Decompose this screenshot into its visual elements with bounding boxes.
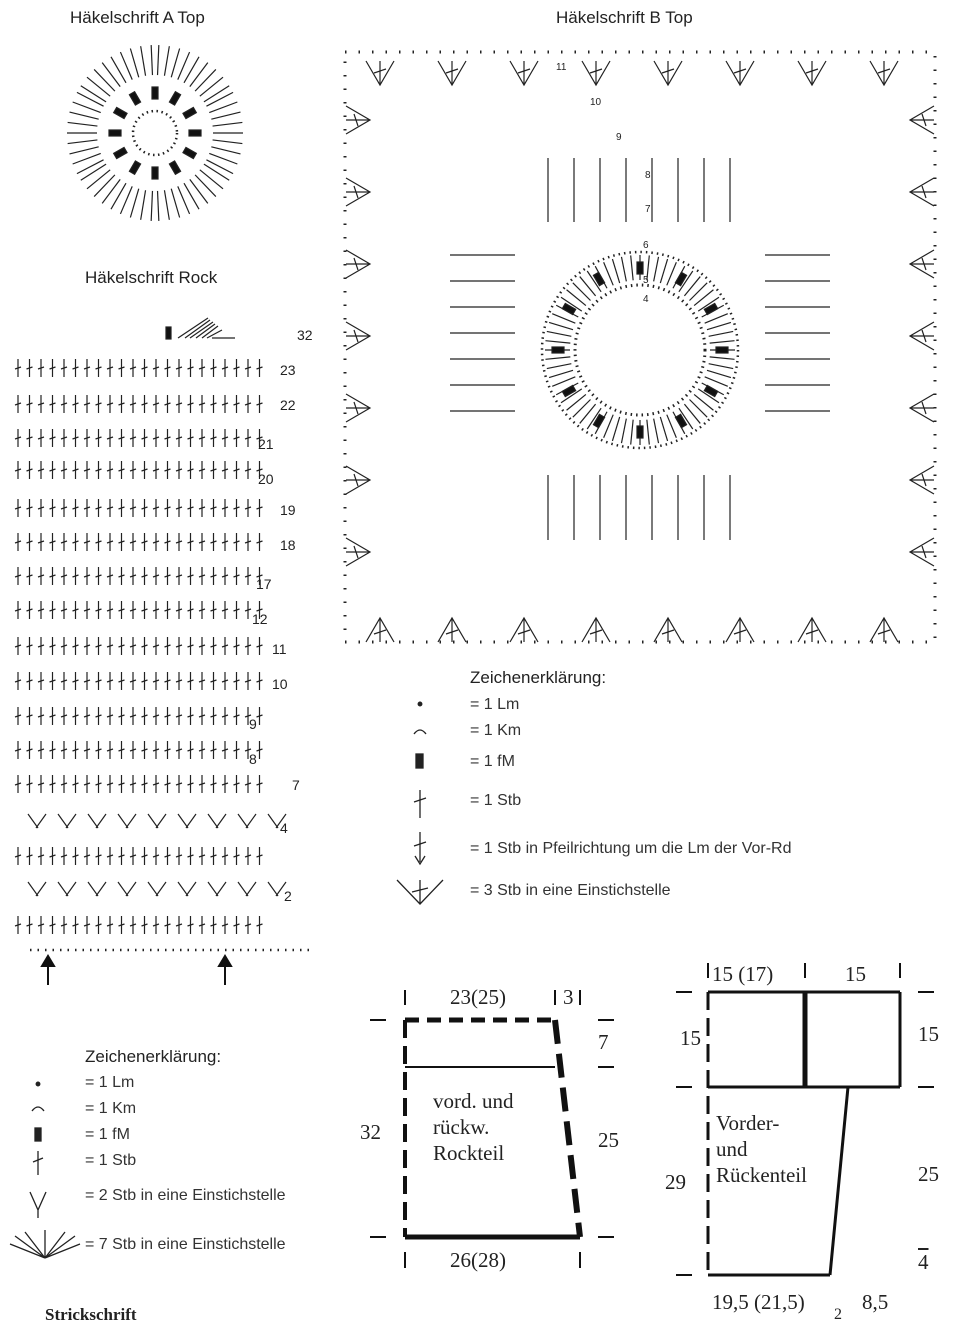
- label-line: Vorder-: [716, 1110, 807, 1136]
- dim-top-right: 15: [845, 962, 866, 987]
- dim-top-left: 15 (17): [712, 962, 773, 987]
- dim-left-height: 29: [665, 1170, 686, 1195]
- dim-right-height: 25: [918, 1162, 939, 1187]
- dim-left-top: 15: [680, 1026, 701, 1051]
- dim-bottom-right: 8,5: [862, 1290, 888, 1315]
- label-line: und: [716, 1136, 807, 1162]
- dim-right-top: 15: [918, 1022, 939, 1047]
- schema-top-label: Vorder- und Rückenteil: [716, 1110, 807, 1188]
- dim-right-bottom: 4: [918, 1250, 929, 1275]
- dim-bottom-left: 19,5 (21,5): [712, 1290, 805, 1315]
- label-line: Rückenteil: [716, 1162, 807, 1188]
- dim-bottom-mid: 2: [834, 1306, 842, 1324]
